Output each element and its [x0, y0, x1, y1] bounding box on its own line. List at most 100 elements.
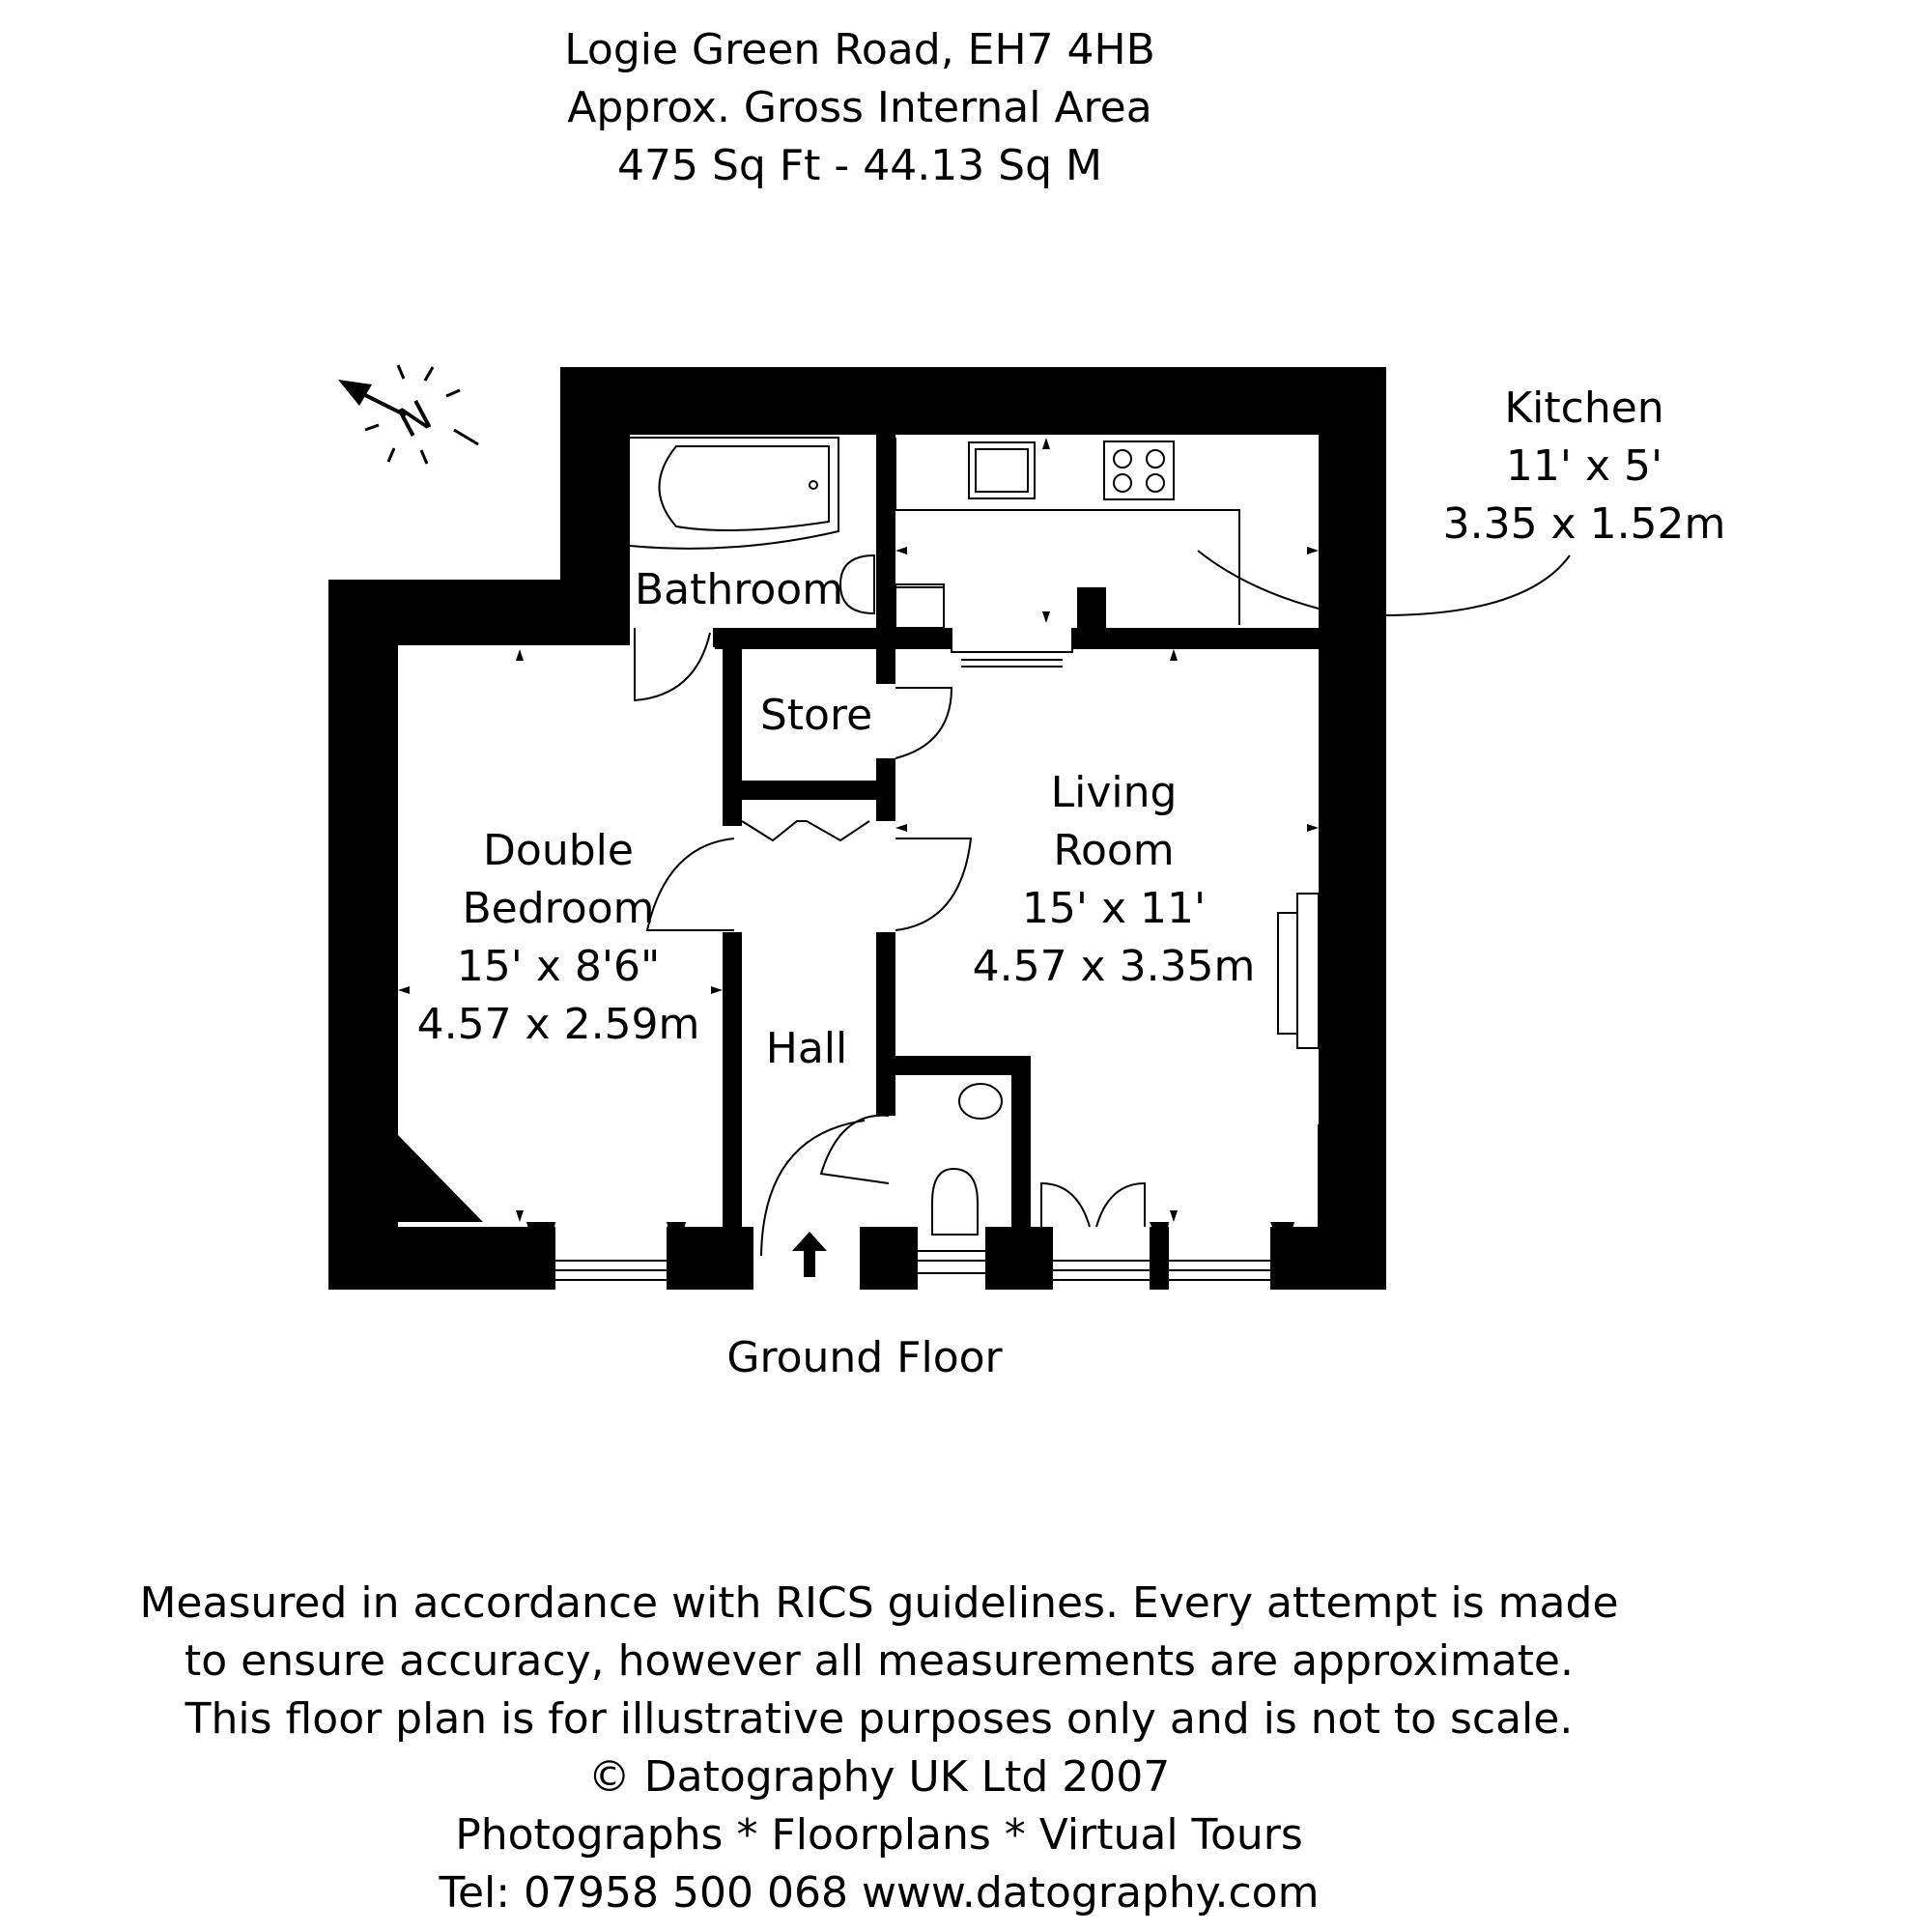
- marker-bedroom-left: [398, 986, 410, 994]
- wall-kitchen-stub: [1077, 587, 1106, 631]
- kitchen-leader: [1380, 554, 1571, 616]
- wall-hall-right: [876, 932, 895, 1116]
- wall-bedroom-corner: [398, 1135, 483, 1222]
- wall-left: [328, 580, 398, 1290]
- window-reveal-3: [1150, 1222, 1169, 1256]
- window-reveal-4: [1270, 1222, 1294, 1256]
- interior-walls: [713, 435, 1319, 1232]
- front-door: [760, 1120, 866, 1257]
- wall-bath-kitchen: [876, 435, 895, 684]
- kitchen-sink: [968, 441, 1036, 499]
- fireplace-hearth: [1296, 893, 1320, 1049]
- bath-plug: [809, 480, 818, 490]
- plan-footer: Measured in accordance with RICS guideli…: [58, 1575, 1700, 1922]
- wc-basin: [958, 1083, 1003, 1120]
- wall-right: [1319, 367, 1386, 1290]
- wall-hall-left: [723, 932, 742, 1232]
- window-living-1: [1053, 1260, 1150, 1281]
- bedroom-door: [645, 838, 735, 931]
- footer-line-1: Measured in accordance with RICS guideli…: [139, 1578, 1619, 1628]
- kitchen-counter: [895, 438, 1240, 625]
- wc-toilet: [931, 1167, 979, 1236]
- fixtures: [549, 437, 1571, 1281]
- bedroom-label-line1: Double: [483, 826, 634, 875]
- window-wc: [918, 1250, 985, 1274]
- north-arrow-icon: [338, 380, 372, 406]
- window-bedroom: [549, 1260, 667, 1281]
- wall-store-left: [723, 628, 742, 826]
- bedroom-label-line2: Bedroom: [462, 884, 654, 933]
- wall-bottom-3: [860, 1227, 918, 1290]
- living-dim-metric: 4.57 x 3.35m: [973, 942, 1256, 991]
- marker-kitchen-bottom: [1042, 611, 1050, 623]
- entrance-arrow-icon: [792, 1232, 827, 1277]
- marker-bedroom-right: [711, 986, 723, 994]
- kitchen-label: Kitchen: [1504, 384, 1663, 433]
- compass-label: N: [390, 391, 440, 447]
- outer-walls: [328, 367, 1386, 1290]
- living-cupboard-doors: [1040, 1181, 1146, 1228]
- floor-label: Ground Floor: [726, 1333, 1003, 1382]
- wall-wc-top: [876, 1056, 1031, 1075]
- dimension-markers: [398, 438, 1319, 1277]
- marker-living-left: [895, 824, 907, 832]
- footer-contact: Tel: 07958 500 068 www.datography.com: [439, 1868, 1320, 1918]
- wall-wc-right: [1011, 1056, 1031, 1230]
- area-label: Approx. Gross Internal Area: [567, 83, 1152, 132]
- living-storage: [1318, 1124, 1356, 1228]
- bedroom-dim-imperial: 15' x 8'6": [457, 942, 660, 991]
- kitchen-sink-inner: [975, 448, 1029, 493]
- marker-kitchen-left: [895, 547, 907, 554]
- living-label-line1: Living: [1051, 768, 1178, 817]
- hob-ring-1: [1113, 449, 1132, 469]
- compass-rays: [364, 364, 479, 465]
- bathroom-door: [634, 628, 711, 702]
- bathroom-label: Bathroom: [635, 565, 843, 614]
- living-dim-imperial: 15' x 11': [1022, 884, 1206, 933]
- wall-store-bottom: [723, 781, 895, 800]
- marker-bedroom-bottom: [516, 1210, 524, 1222]
- wall-upper-corridor: [715, 628, 952, 649]
- room-labels: Bathroom Kitchen 11' x 5' 3.35 x 1.52m S…: [417, 384, 1726, 1382]
- window-reveal-1: [526, 1222, 555, 1256]
- area-value: 475 Sq Ft - 44.13 Sq M: [617, 141, 1102, 190]
- living-label-line2: Room: [1053, 826, 1174, 875]
- marker-living-right: [1307, 824, 1319, 832]
- wardrobe-doors: [741, 820, 870, 842]
- wall-store-right: [876, 758, 895, 821]
- store-door: [895, 687, 953, 759]
- footer-line-3: This floor plan is for illustrative purp…: [185, 1694, 1574, 1744]
- fireplace: [1277, 912, 1298, 1035]
- marker-kitchen-top: [1042, 438, 1050, 449]
- kitchen-appliance: [895, 586, 945, 629]
- footer-line-2: to ensure accuracy, however all measurem…: [185, 1636, 1574, 1686]
- wall-upper-corridor-2: [1072, 628, 1319, 649]
- kitchen-dim-metric: 3.35 x 1.52m: [1443, 499, 1726, 549]
- wc-door: [819, 1114, 890, 1184]
- window-reveal-2: [667, 1222, 686, 1256]
- hob-ring-3: [1113, 473, 1132, 493]
- property-address: Logie Green Road, EH7 4HB: [564, 25, 1155, 74]
- store-label: Store: [760, 691, 872, 740]
- living-door: [895, 838, 973, 931]
- kitchen-door: [951, 628, 1073, 668]
- marker-living-top: [1170, 649, 1178, 661]
- marker-kitchen-right: [1307, 547, 1319, 554]
- footer-copyright: © Datography UK Ltd 2007: [587, 1752, 1171, 1802]
- wall-bottom-4: [985, 1227, 1053, 1290]
- window-living-2: [1169, 1260, 1270, 1281]
- marker-bedroom-top: [516, 649, 524, 661]
- hob-ring-4: [1146, 473, 1165, 493]
- wall-bottom-1: [328, 1227, 555, 1290]
- kitchen-hob: [1103, 440, 1175, 500]
- kitchen-dim-imperial: 11' x 5': [1506, 441, 1662, 491]
- plan-header: Logie Green Road, EH7 4HB Approx. Gross …: [464, 21, 1256, 195]
- kitchen-leader-arc: [1197, 550, 1320, 610]
- marker-living-bottom: [1170, 1210, 1178, 1222]
- footer-services: Photographs * Floorplans * Virtual Tours: [455, 1810, 1303, 1860]
- bath-inner: [658, 445, 830, 531]
- hall-label: Hall: [766, 1024, 848, 1073]
- compass: N: [338, 364, 479, 465]
- bathroom-wc: [838, 554, 875, 615]
